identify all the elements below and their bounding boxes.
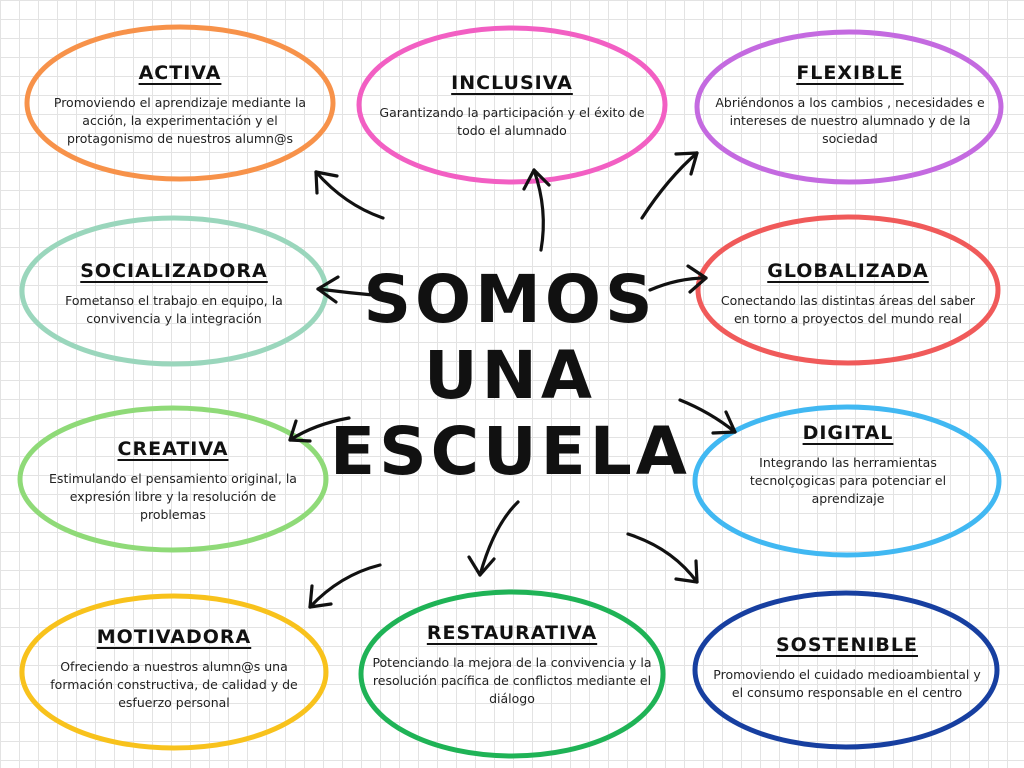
center-title: SOMOS UNA ESCUELA (330, 262, 690, 490)
node-title: MOTIVADORA (96, 626, 252, 648)
ellipse-creativa (17, 405, 329, 553)
node-title: GLOBALIZADA (767, 260, 929, 282)
arrow-to-socializadora (316, 275, 385, 304)
arrow-to-digital (678, 398, 737, 435)
node-digital: DIGITAL Integrando las herramientas tecn… (726, 422, 970, 508)
node-sostenible: SOSTENIBLE Promoviendo el cuidado medioa… (712, 634, 982, 702)
ellipse-motivadora (19, 593, 329, 751)
node-description: Abriéndonos a los cambios , necesidades … (715, 95, 985, 146)
ellipse-restaurativa (358, 589, 666, 759)
node-description: Promoviendo el cuidado medioambiental y … (713, 667, 981, 700)
ellipse-flexible (694, 29, 1004, 185)
node-title: SOSTENIBLE (776, 634, 918, 656)
node-title: RESTAURATIVA (426, 622, 598, 644)
arrow-to-restaurativa (467, 500, 520, 577)
ellipse-inclusiva (356, 25, 668, 185)
node-title: CREATIVA (117, 438, 229, 460)
ellipse-activa (24, 24, 336, 182)
arrow-to-creativa (288, 416, 351, 443)
node-description: Potenciando la mejora de la convivencia … (372, 655, 652, 706)
node-activa: ACTIVA Promoviendo el aprendizaje median… (40, 62, 320, 148)
node-description: Conectando las distintas áreas del saber… (720, 293, 976, 326)
node-title: DIGITAL (802, 422, 894, 444)
center-title-line2: UNA (424, 337, 596, 414)
node-creativa: CREATIVA Estimulando el pensamiento orig… (40, 438, 306, 524)
node-motivadora: MOTIVADORA Ofreciendo a nuestros alumn@s… (40, 626, 308, 712)
node-title: FLEXIBLE (796, 62, 904, 84)
arrow-to-globalizada (648, 264, 708, 294)
arrow-to-sostenible (626, 532, 699, 584)
ellipse-globalizada (695, 214, 1001, 366)
arrow-to-motivadora (308, 563, 382, 609)
arrow-to-flexible (640, 151, 699, 220)
node-title: ACTIVA (138, 62, 222, 84)
node-description: Estimulando el pensamiento original, la … (49, 471, 297, 522)
node-description: Garantizando la participación y el éxito… (379, 105, 645, 138)
node-globalizada: GLOBALIZADA Conectando las distintas áre… (716, 260, 980, 328)
node-description: Fometanso el trabajo en equipo, la convi… (65, 293, 283, 326)
node-description: Promoviendo el aprendizaje mediante la a… (53, 95, 307, 146)
arrow-to-inclusiva (522, 168, 551, 252)
node-title: SOCIALIZADORA (80, 260, 268, 282)
arrow-to-activa (314, 170, 385, 220)
center-title-line1: SOMOS (363, 261, 657, 338)
node-inclusiva: INCLUSIVA Garantizando la participación … (376, 72, 648, 140)
center-title-line3: ESCUELA (330, 413, 691, 490)
ellipse-digital (692, 404, 1002, 558)
node-flexible: FLEXIBLE Abriéndonos a los cambios , nec… (712, 62, 988, 148)
node-description: Integrando las herramientas tecnolçogica… (749, 455, 947, 506)
ellipse-sostenible (692, 590, 1000, 750)
node-socializadora: SOCIALIZADORA Fometanso el trabajo en eq… (46, 260, 302, 328)
node-description: Ofreciendo a nuestros alumn@s una formac… (50, 659, 298, 710)
node-restaurativa: RESTAURATIVA Potenciando la mejora de la… (372, 622, 652, 708)
node-title: INCLUSIVA (451, 72, 573, 94)
